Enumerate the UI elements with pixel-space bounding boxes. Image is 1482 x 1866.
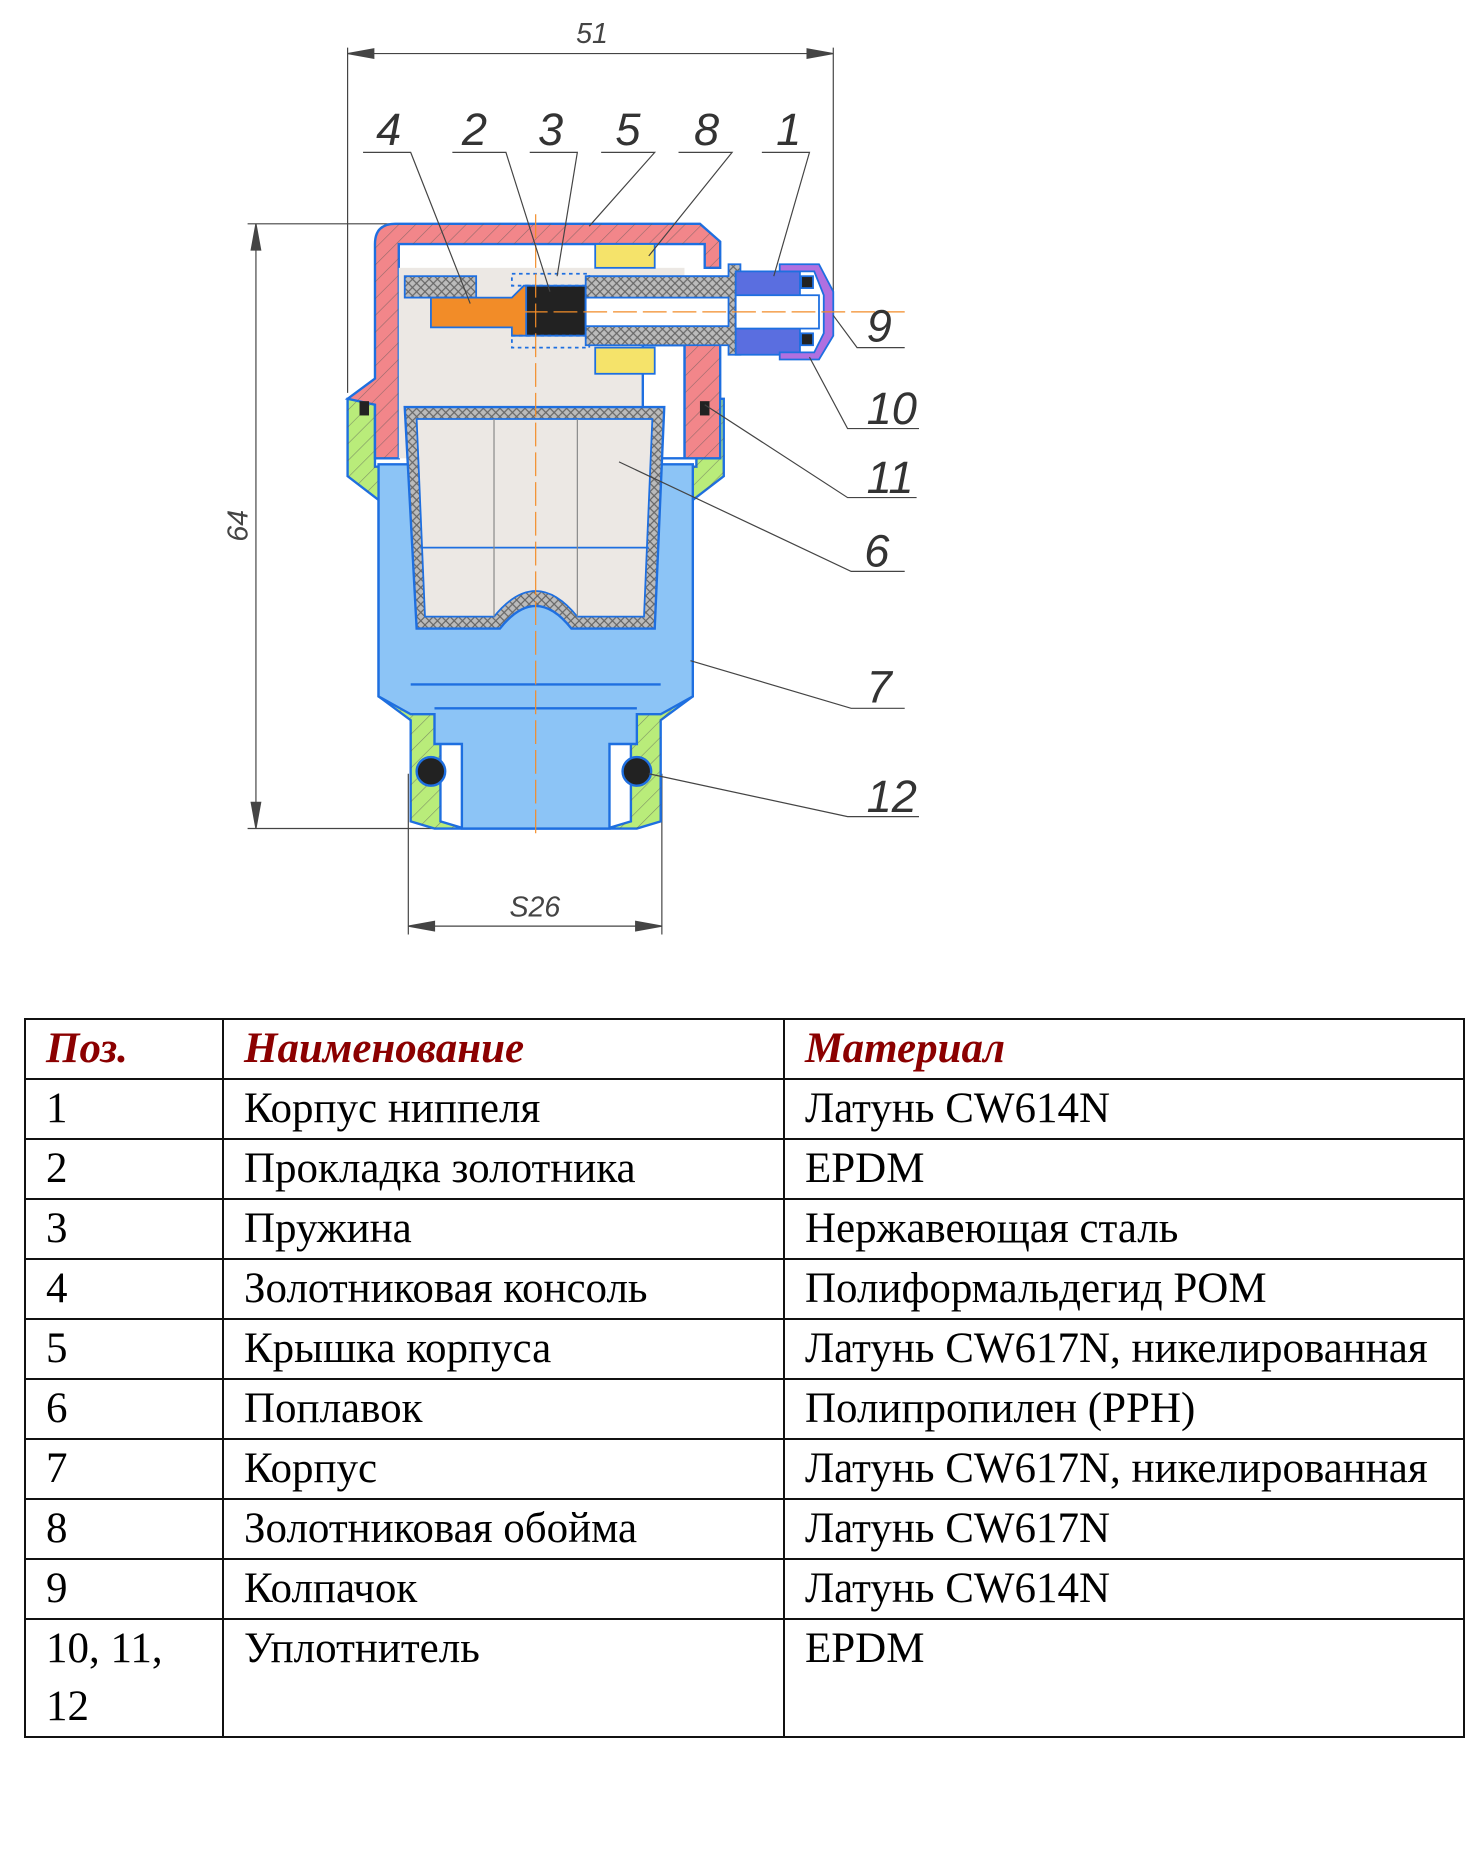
callout-6: 6	[864, 526, 890, 577]
cell-position: 2	[24, 1138, 224, 1200]
dimension-width-label: 51	[576, 18, 608, 50]
cell-material: Полипропилен (PPH)	[783, 1378, 1465, 1440]
cell-material: Латунь CW617N, никелированная	[783, 1318, 1465, 1380]
o-ring-11-left	[359, 401, 370, 416]
callout-12: 12	[867, 771, 917, 822]
callout-8: 8	[694, 104, 719, 155]
cell-position: 4	[24, 1258, 224, 1320]
cell-material: Полиформальдегид POM	[783, 1258, 1465, 1320]
cell-material: Нержавеющая сталь	[783, 1198, 1465, 1260]
cell-name: Прокладка золотника	[222, 1138, 785, 1200]
cell-name: Корпус ниппеля	[222, 1078, 785, 1140]
cell-position: 3	[24, 1198, 224, 1260]
o-ring-12-left	[415, 755, 447, 787]
cell-name: Крышка корпуса	[222, 1318, 785, 1380]
header-position: Поз.	[24, 1018, 224, 1080]
retainer-part-8	[594, 243, 656, 375]
callout-5: 5	[615, 104, 641, 155]
air-vent-section-drawing: 51 64 S26	[223, 18, 919, 935]
callout-2: 2	[461, 104, 487, 155]
header-material: Материал	[783, 1018, 1465, 1080]
callout-leaders	[363, 151, 919, 818]
cell-material: EPDM	[783, 1618, 1465, 1738]
callout-3: 3	[538, 104, 563, 155]
callout-11: 11	[867, 452, 914, 503]
cell-material: Латунь CW617N	[783, 1498, 1465, 1560]
dimension-height-label: 64	[223, 510, 255, 542]
valve-assembly	[403, 263, 905, 361]
cell-position: 6	[24, 1378, 224, 1440]
cell-name: Пружина	[222, 1198, 785, 1260]
callout-9: 9	[867, 301, 892, 352]
cell-position: 1	[24, 1078, 224, 1140]
cell-material: Латунь CW617N, никелированная	[783, 1438, 1465, 1500]
callout-10: 10	[867, 383, 917, 434]
cell-name: Колпачок	[222, 1558, 785, 1620]
cell-name: Золотниковая консоль	[222, 1258, 785, 1320]
callout-7: 7	[867, 661, 894, 712]
callout-4: 4	[376, 104, 401, 155]
cell-position: 8	[24, 1498, 224, 1560]
header-name: Наименование	[222, 1018, 785, 1080]
o-ring-11-right	[699, 401, 710, 416]
cell-material: Латунь CW614N	[783, 1078, 1465, 1140]
dimension-hex-label: S26	[509, 892, 560, 924]
dimension-width	[347, 47, 834, 393]
cell-position: 7	[24, 1438, 224, 1500]
cell-name: Золотниковая обойма	[222, 1498, 785, 1560]
o-ring-12-right	[621, 755, 653, 787]
cell-material: EPDM	[783, 1138, 1465, 1200]
dimension-height	[247, 223, 465, 830]
table-header-row: Поз. Наименование Материал	[24, 1018, 1465, 1080]
cell-name: Корпус	[222, 1438, 785, 1500]
cell-name: Уплотнитель	[222, 1618, 785, 1738]
cell-material: Латунь CW614N	[783, 1558, 1465, 1620]
cell-position: 10, 11, 12	[24, 1618, 224, 1738]
callout-1: 1	[776, 104, 801, 155]
float-part-6	[403, 405, 666, 630]
cell-name: Поплавок	[222, 1378, 785, 1440]
cell-position: 9	[24, 1558, 224, 1620]
cell-position: 5	[24, 1318, 224, 1380]
